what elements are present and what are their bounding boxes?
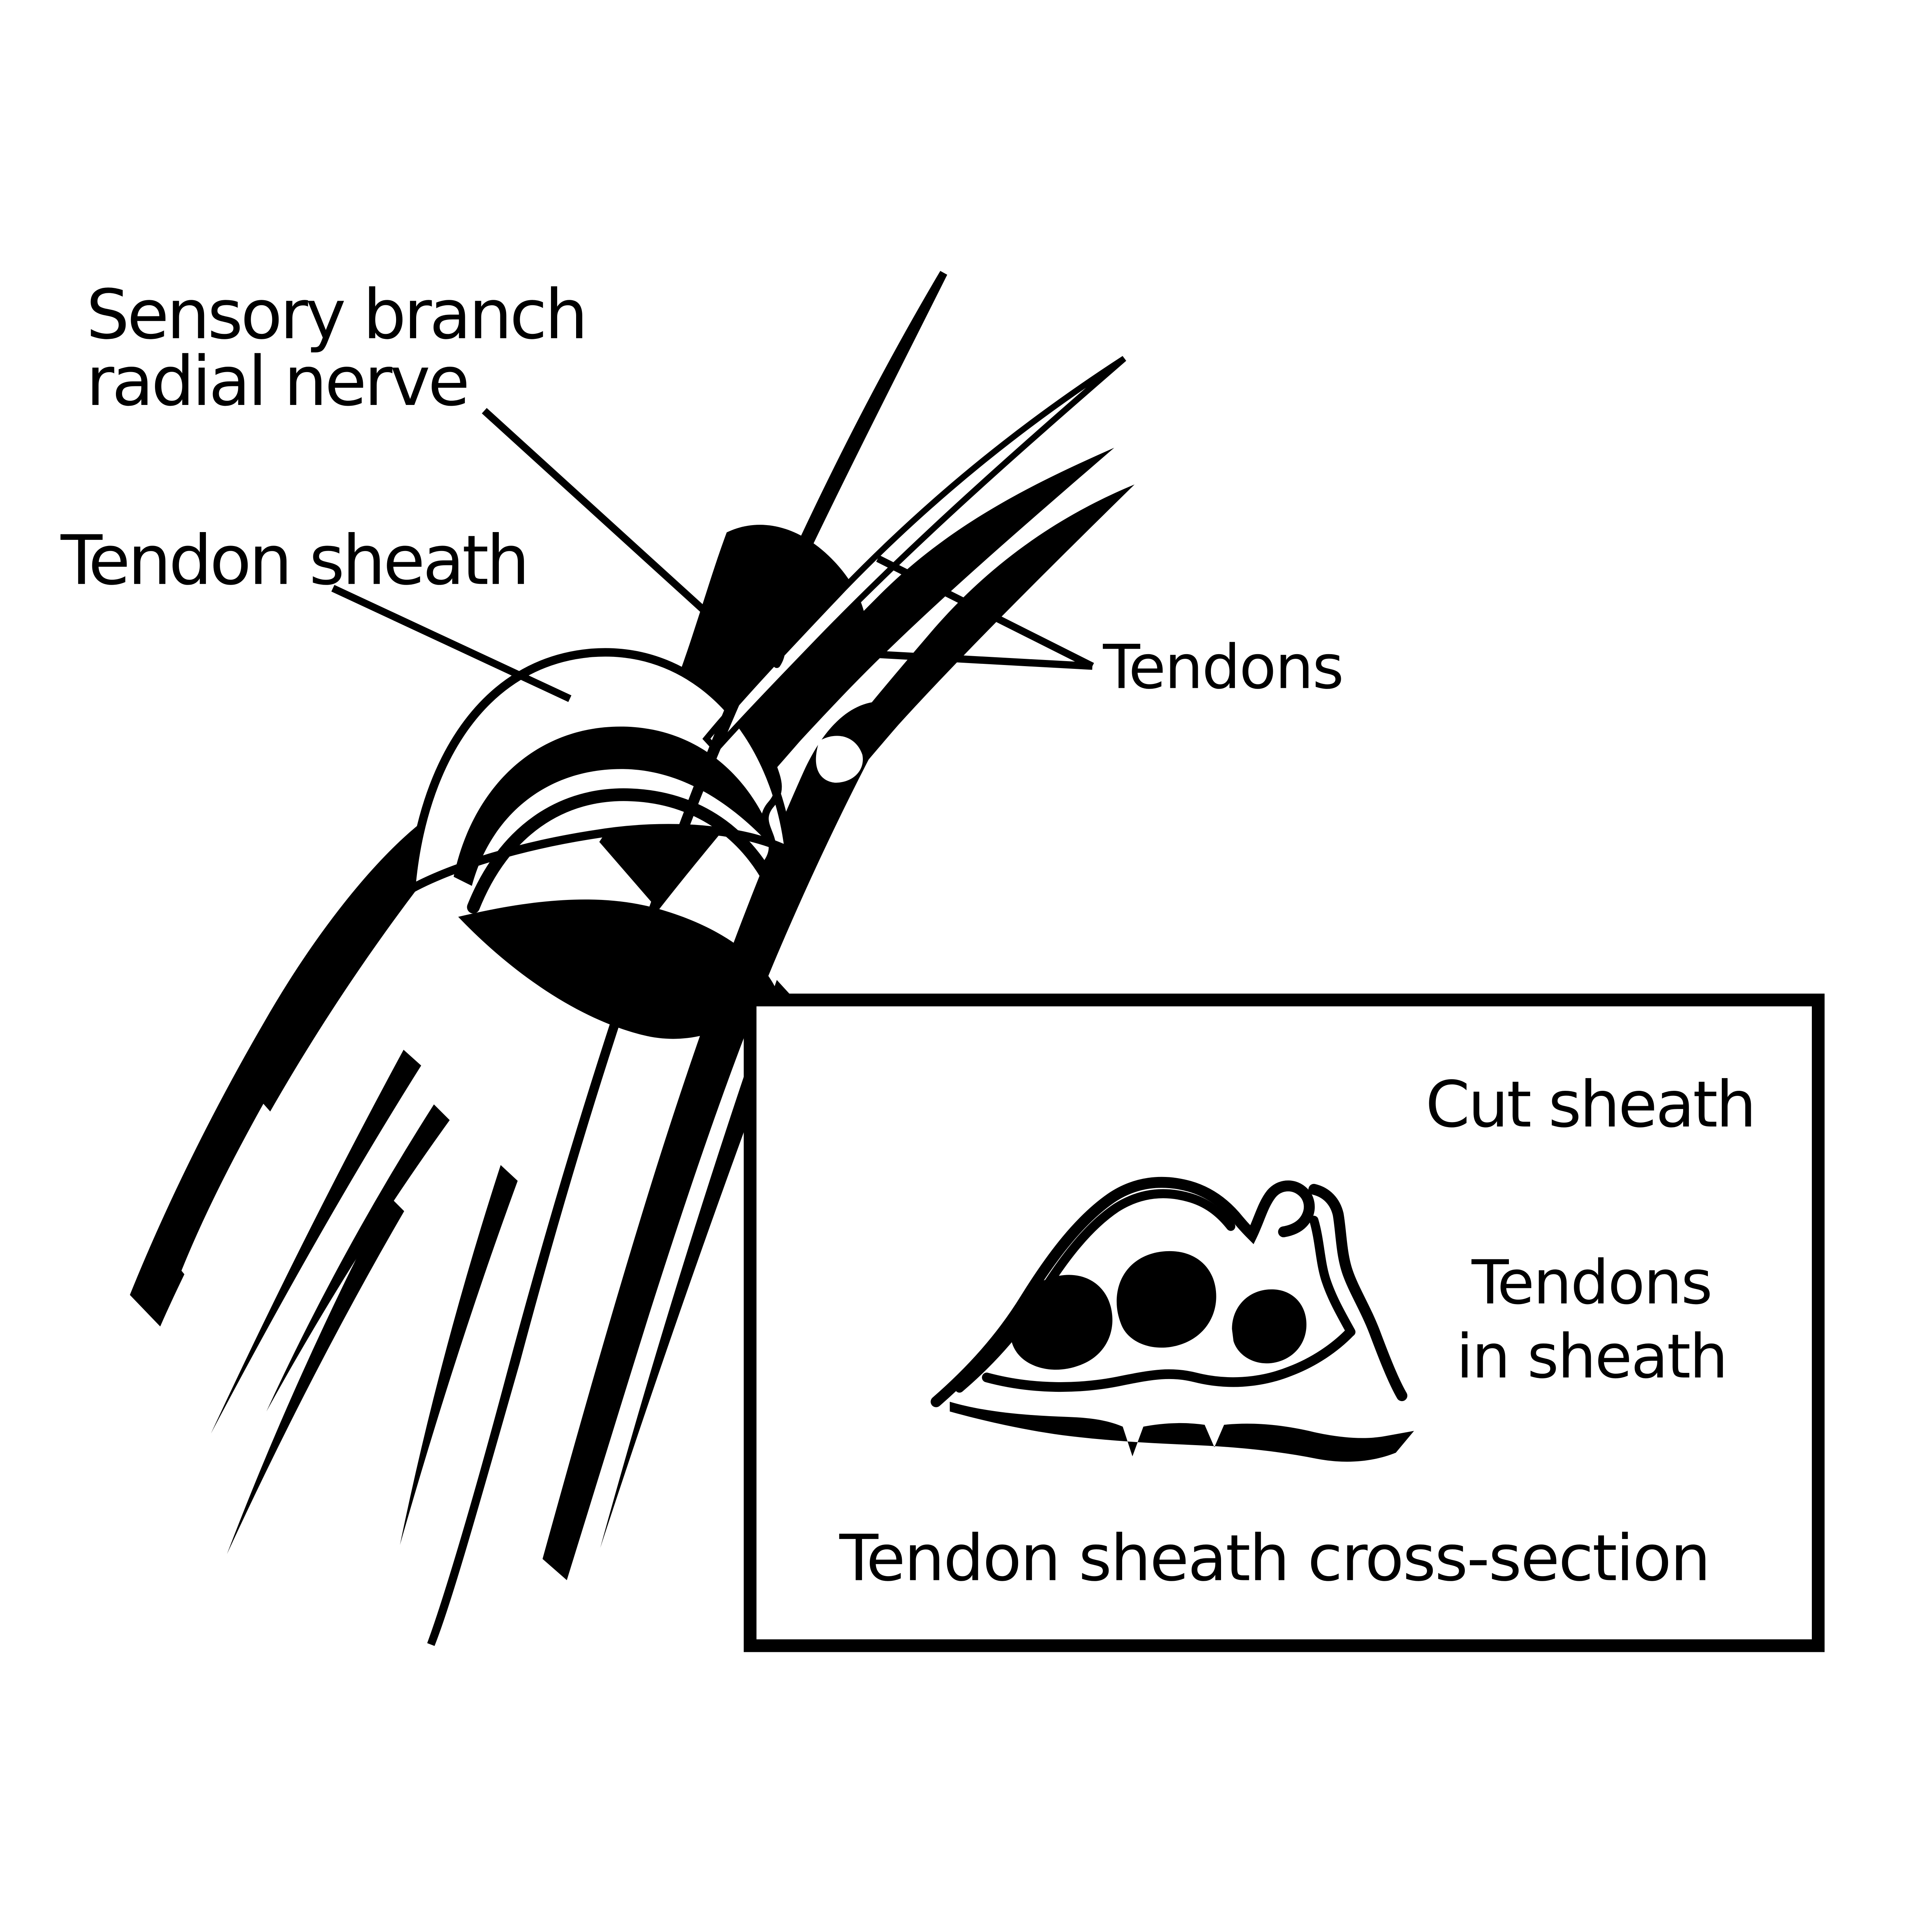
- cross-section-ragged-base: [949, 1401, 1414, 1462]
- nerve-squiggle-lower: [761, 730, 782, 866]
- leader-tendons-upper: [876, 555, 1094, 670]
- inset-caption-cross-section: Tendon sheath cross-section: [839, 1521, 1709, 1595]
- cross-section-cut-prong: [1308, 1184, 1408, 1401]
- forearm-band-shape: [130, 825, 443, 1327]
- nerve-squiggle-upper: [770, 533, 791, 668]
- inset-label-tendons-in-sheath-line1: Tendons: [1471, 1247, 1712, 1318]
- label-tendons: Tendons: [1103, 632, 1343, 703]
- cross-section-tendon-2: [1116, 1251, 1216, 1348]
- spike-d-shape: [400, 1165, 518, 1545]
- band-notch-shape: [816, 736, 863, 783]
- cross-section-inner-wall-left: [955, 1189, 1235, 1393]
- sheath-cuff-lower-arc: [467, 788, 783, 914]
- label-tendon-sheath: Tendon sheath: [60, 520, 527, 600]
- cross-section-tendon-3: [1232, 1289, 1307, 1364]
- radial-nerve-shape: [427, 271, 947, 1646]
- forearm-band-fork-notch: [181, 1104, 275, 1287]
- leader-tendons-lower: [871, 650, 1093, 670]
- spike-a-shape: [211, 1049, 421, 1434]
- sheath-cuff-crescent: [454, 726, 779, 886]
- sheath-cuff-dome: [406, 648, 794, 896]
- spike-c-shape: [227, 1195, 405, 1554]
- leader-sensory-branch: [481, 408, 747, 650]
- label-sensory-branch-line2: radial nerve: [86, 342, 468, 421]
- main-illustration: [130, 271, 1135, 1646]
- spike-b-shape: [266, 1104, 450, 1412]
- inset-label-tendons-in-sheath-line2: in sheath: [1456, 1321, 1727, 1392]
- cross-section-inner-wall-right: [1309, 1216, 1355, 1337]
- tendon-outline-sliver: [702, 356, 1126, 754]
- cross-section-inset: [743, 993, 1825, 1652]
- label-sensory-branch-line1: Sensory branch: [86, 275, 586, 354]
- cross-section-floor-line: [982, 1327, 1355, 1392]
- leader-tendon-sheath: [331, 585, 571, 702]
- bundle-right-band-shape: [543, 701, 898, 1580]
- sheath-tunnel-shadow: [458, 899, 777, 1039]
- cross-section-tendon-1: [1010, 1275, 1112, 1370]
- inset-label-cut-sheath: Cut sheath: [1425, 1067, 1755, 1141]
